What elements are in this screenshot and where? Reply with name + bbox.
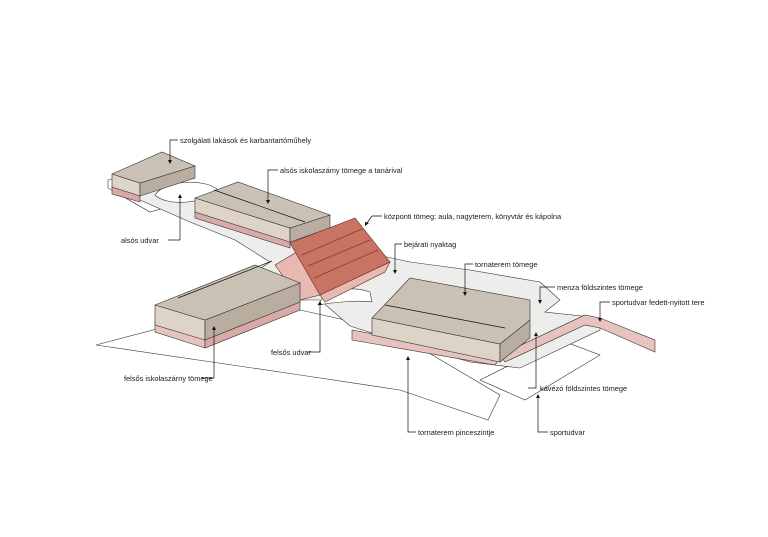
building-szolgalati bbox=[111, 151, 196, 203]
label-kavezo: kávézó földszintes tömege bbox=[540, 384, 627, 393]
building-felso-tomeg bbox=[154, 260, 301, 349]
label-also-udvar: alsós udvar bbox=[121, 236, 159, 245]
building-kozponti bbox=[274, 217, 391, 303]
label-felso-udvar: felsős udvar bbox=[271, 348, 311, 357]
label-felso-tomeg: felsős iskolaszárny tömege bbox=[124, 374, 213, 383]
label-tornaterem: tornaterem tömege bbox=[475, 260, 537, 269]
label-sportudvar-fedett: sportudvar fedett-nyitott tere bbox=[612, 298, 704, 307]
label-pince: tornaterem pinceszintje bbox=[418, 428, 494, 437]
label-menza: menza földszintes tömege bbox=[557, 283, 643, 292]
label-sportudvar: sportudvar bbox=[550, 428, 585, 437]
label-also-tomeg: alsós iskolaszámy tömege a tanárival bbox=[280, 166, 403, 175]
sportudvar-frame bbox=[499, 314, 656, 363]
leader-arrows bbox=[168, 160, 602, 398]
building-tornaterem bbox=[371, 277, 531, 363]
leader-lines bbox=[168, 139, 610, 433]
label-kozponti: központi tömeg: aula, nagyterem, könyvtá… bbox=[384, 212, 562, 221]
building-also-tomeg bbox=[194, 181, 331, 249]
label-szolgalati: szolgálati lakások és karbantartóműhely bbox=[180, 136, 311, 145]
label-bejarati: bejárati nyaktag bbox=[404, 240, 456, 249]
